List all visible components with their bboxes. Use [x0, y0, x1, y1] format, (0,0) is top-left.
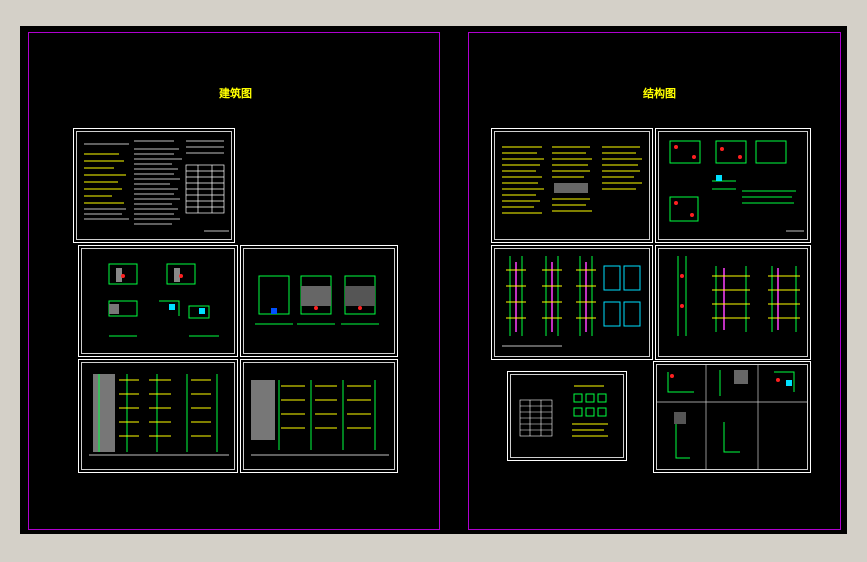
node-details-drawing	[656, 364, 808, 470]
struct-sheet-notes[interactable]	[491, 128, 653, 243]
architecture-page[interactable]: 建筑图	[28, 32, 440, 530]
sheet-frame	[81, 248, 235, 354]
structure-page[interactable]: 结构图	[468, 32, 841, 530]
arch-sheet-design-notes[interactable]	[73, 128, 235, 243]
sheet-frame	[81, 362, 235, 470]
columns-drawing	[502, 256, 641, 347]
arch-sheet-elevations-2[interactable]	[240, 359, 398, 473]
sheet-frame	[658, 131, 808, 240]
sheet-frame	[243, 362, 395, 470]
struct-notes-drawing	[502, 146, 642, 214]
sheet-frame	[494, 131, 650, 240]
frames-drawing	[677, 256, 800, 336]
sheet-frame	[76, 131, 232, 240]
sheet-frame	[243, 248, 395, 354]
elevations-2-drawing	[251, 380, 389, 456]
structure-page-title: 结构图	[643, 87, 676, 100]
struct-sheet-tables[interactable]	[507, 371, 627, 461]
arch-sheet-elevations-1[interactable]	[78, 359, 238, 473]
struct-sheet-frames[interactable]	[655, 245, 811, 360]
struct-sheet-node-details[interactable]	[653, 361, 811, 473]
elevations-1-drawing	[89, 374, 229, 456]
struct-sheet-foundation[interactable]	[655, 128, 811, 243]
cad-drawing-canvas[interactable]: 建筑图	[20, 26, 847, 534]
architecture-page-title: 建筑图	[219, 87, 252, 100]
sheet-frame	[494, 248, 650, 357]
tables-drawing	[519, 385, 608, 437]
sheet-frame	[656, 364, 808, 470]
arch-sheet-details-2[interactable]	[240, 245, 398, 357]
arch-sheet-details-1[interactable]	[78, 245, 238, 357]
details-2-drawing	[255, 275, 379, 325]
details-1-drawing	[108, 263, 219, 337]
sheet-frame	[658, 248, 808, 357]
design-notes-drawing	[84, 140, 229, 232]
sheet-frame	[510, 374, 624, 458]
struct-sheet-columns[interactable]	[491, 245, 653, 360]
foundation-drawing	[669, 140, 804, 232]
